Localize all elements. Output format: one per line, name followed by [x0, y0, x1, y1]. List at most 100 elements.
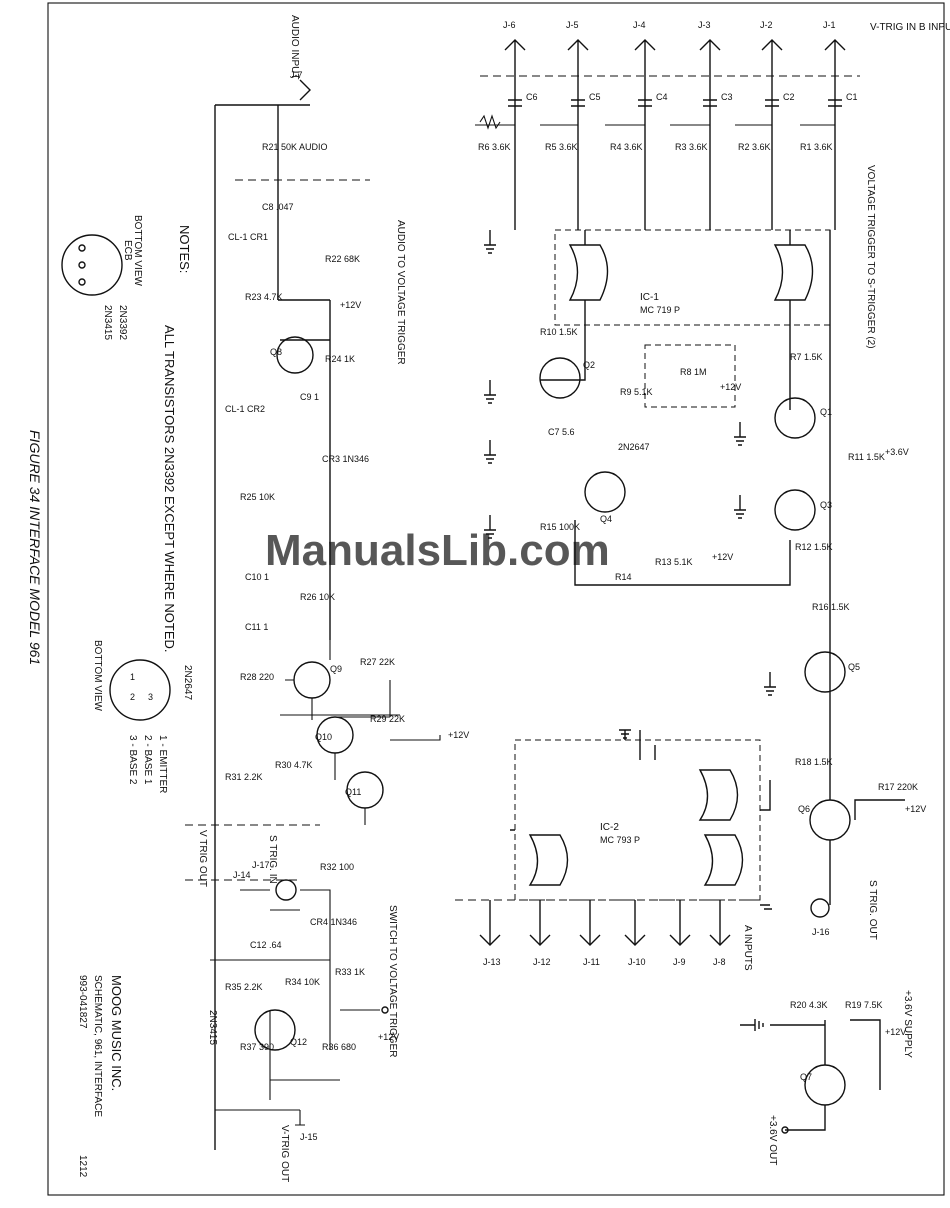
audio-input-section: J-7 AUDIO INPUT AUDIO TO VOLTAGE TRIGGER… — [214, 15, 469, 1150]
transistor-label: Q7 — [800, 1072, 812, 1082]
resistor-label: R5 3.6K — [545, 142, 578, 152]
component-label: R30 4.7K — [275, 760, 313, 770]
ic1-block: IC-1 MC 719 P — [554, 229, 831, 326]
ujt-view: BOTTOM VIEW — [92, 640, 103, 711]
pinout-2n2647: 1 2 3 2N2647 BOTTOM VIEW 1 - EMITTER 2 -… — [92, 640, 193, 793]
rail-label: +12V — [720, 382, 741, 392]
q12-part-label: 2N3415 — [207, 1010, 218, 1045]
transistor-label: Q9 — [330, 664, 342, 674]
component-label: CL-1 CR2 — [225, 404, 265, 414]
ic2-gate-a — [698, 769, 739, 821]
pin-number: 2 — [130, 692, 135, 702]
ground-symbol — [484, 515, 496, 539]
transistor-q3 — [774, 489, 816, 531]
jack-label: J-17 — [252, 860, 270, 870]
component-label: R18 1.5K — [795, 757, 833, 767]
company-name: MOOG MUSIC INC. — [109, 975, 124, 1091]
s-trig-in-label: S TRIG. IN — [267, 835, 278, 884]
cap-label: C2 — [783, 92, 795, 102]
watermark-text: ManualsLib.com — [265, 526, 610, 575]
transistor-q6 — [809, 799, 851, 841]
transistor-q8 — [276, 336, 314, 374]
vtrig-to-strig-label: VOLTAGE TRIGGER TO S-TRIGGER (2) — [865, 165, 876, 349]
resistor-label: R2 3.6K — [738, 142, 771, 152]
resistor-label: R6 3.6K — [478, 142, 511, 152]
b-input-caps: C6 C5 C4 C3 C2 C1 — [508, 92, 858, 107]
transistor-q7 — [804, 1064, 846, 1106]
transistor-label: Q4 — [600, 514, 612, 524]
component-label: R23 4.7K — [245, 292, 283, 302]
ground-symbol — [734, 495, 746, 519]
transistor-label: Q1 — [820, 407, 832, 417]
transistor-q12 — [254, 1009, 296, 1051]
transistor-label: Q12 — [290, 1037, 307, 1047]
ecb-part-b: 2N3415 — [102, 305, 113, 340]
jack-label: J-1 — [823, 20, 836, 30]
component-label: C7 5.6 — [548, 427, 575, 437]
jack-label: J-10 — [628, 957, 646, 967]
switch-section: V TRIG OUT S TRIG. IN J-14 J-17 SWITCH T… — [185, 824, 399, 1182]
ic1-part: MC 719 P — [640, 305, 680, 315]
switch-to-vtrig-label: SWITCH TO VOLTAGE TRIGGER — [387, 905, 398, 1057]
component-label: R31 2.2K — [225, 772, 263, 782]
component-label: R16 1.5K — [812, 602, 850, 612]
resistor-label: R4 3.6K — [610, 142, 643, 152]
component-label: R12 1.5K — [795, 542, 833, 552]
transistor-label: Q5 — [848, 662, 860, 672]
ic2-block: IC-2 MC 793 P — [510, 729, 771, 901]
jack-label: J-9 — [673, 957, 686, 967]
ecb-part-a: 2N3392 — [117, 305, 128, 340]
supply-label: +3.6V SUPPLY — [902, 990, 913, 1058]
jack-label: J-4 — [633, 20, 646, 30]
b-input-section: J-6 J-5 J-4 J-3 J-2 J-1 C6 C5 C4 C3 C2 C… — [475, 20, 950, 230]
component-label: R19 7.5K — [845, 1000, 883, 1010]
component-label: R13 5.1K — [655, 557, 693, 567]
cap-label: C3 — [721, 92, 733, 102]
pin-number: 1 — [130, 672, 135, 682]
component-label: R33 1K — [335, 967, 365, 977]
r8-trim-box — [644, 344, 736, 408]
jack-label: J-2 — [760, 20, 773, 30]
ic2-gate-c — [703, 834, 744, 886]
ic1-gate-b — [773, 244, 814, 301]
component-label: R37 390 — [240, 1042, 274, 1052]
figure-title: FIGURE 34 INTERFACE MODEL 961 — [27, 430, 43, 665]
jack-j16 — [810, 898, 830, 918]
ground-symbol — [484, 440, 496, 464]
component-label: R24 1K — [325, 354, 355, 364]
cap-label: C6 — [526, 92, 538, 102]
ic1-gate-a — [568, 244, 609, 301]
audio-to-vtrig-label: AUDIO TO VOLTAGE TRIGGER — [395, 220, 406, 365]
component-label: R22 68K — [325, 254, 360, 264]
transistor-label: Q6 — [798, 804, 810, 814]
resistor-label: R1 3.6K — [800, 142, 833, 152]
component-label: R7 1.5K — [790, 352, 823, 362]
ground-symbol — [484, 380, 496, 404]
jack-j17 — [275, 879, 297, 901]
notes-text: ALL TRANSISTORS 2N3392 EXCEPT WHERE NOTE… — [162, 325, 177, 653]
ground-symbol — [484, 230, 496, 254]
s-trig-out-label: S TRIG. OUT — [867, 880, 878, 940]
transistor-label: Q10 — [315, 732, 332, 742]
q4-part-label: 2N2647 — [618, 442, 650, 452]
transistor-q4 — [584, 471, 626, 513]
v-trig-out-left-label: V TRIG OUT — [197, 830, 208, 887]
ic2-gate-b — [528, 834, 569, 886]
rail-label: +12V — [712, 552, 733, 562]
component-label: R26 10K — [300, 592, 335, 602]
jack-label: J-8 — [713, 957, 726, 967]
component-label: R36 680 — [322, 1042, 356, 1052]
jack-label: J-15 — [300, 1132, 318, 1142]
ic2-label: IC-2 — [600, 822, 619, 833]
ujt-title: 2N2647 — [182, 665, 193, 700]
jack-label: J-14 — [233, 870, 251, 880]
cap-label: C4 — [656, 92, 668, 102]
component-label: R34 10K — [285, 977, 320, 987]
a-input-section: J-13 J-12 J-11 J-10 J-9 J-8 A INPUTS — [455, 899, 760, 971]
jack-label: J-6 — [503, 20, 516, 30]
transistor-q2 — [539, 357, 581, 399]
transistor-q1 — [774, 397, 816, 439]
component-label: R29 22K — [370, 714, 405, 724]
